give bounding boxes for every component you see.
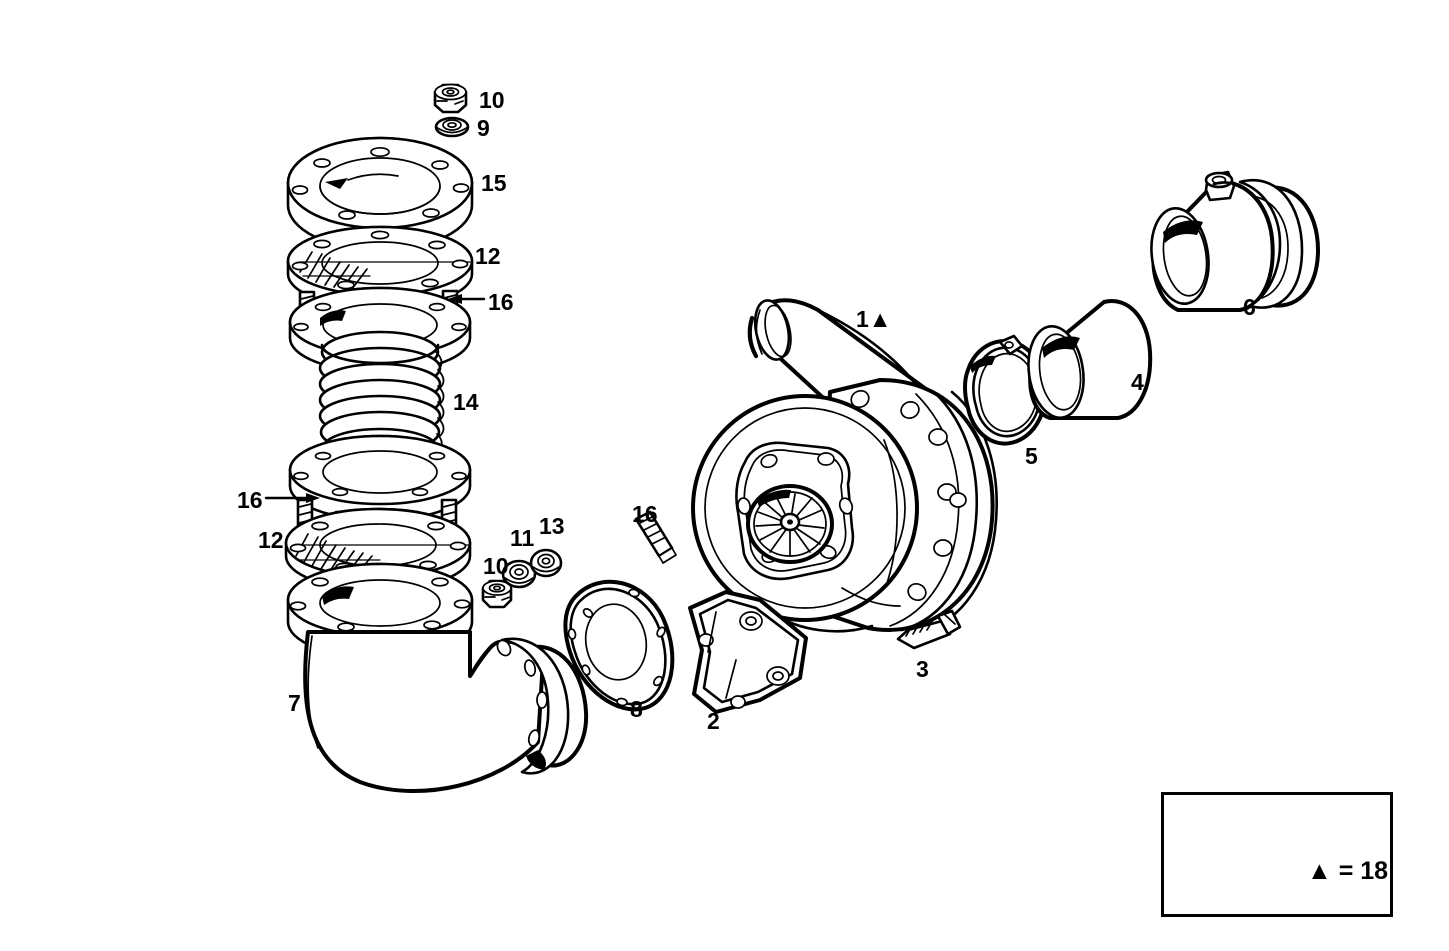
leader-16-left-arrow: [306, 493, 320, 503]
callout-12-top: 12: [475, 243, 501, 269]
part-9-washer: [434, 116, 470, 138]
part-6-elbow-connector: [1150, 170, 1320, 312]
part-3-hex-bolt: [896, 609, 962, 650]
callout-12-bot: 12: [258, 527, 284, 553]
callout-1-number: 1: [856, 306, 869, 332]
callout-14: 14: [453, 389, 479, 415]
leader-lines: [264, 294, 486, 503]
part-13-washer: [529, 548, 563, 578]
part-16-stud-mid: [634, 510, 677, 564]
legend-symbol-equals-value: ▲ = 18: [1307, 857, 1389, 885]
part-2-mounting-bracket: [688, 590, 808, 714]
callout-10-mid: 10: [483, 553, 509, 579]
callout-9: 9: [477, 115, 490, 141]
part-8-flange-gasket: [563, 579, 675, 712]
callout-8: 8: [630, 696, 643, 722]
callout-13: 13: [539, 513, 565, 539]
bellows-flange-lower: [288, 434, 472, 522]
triangle-marker-icon: ▲: [868, 306, 892, 332]
part-10-hex-nut-top: [433, 83, 468, 114]
callout-15: 15: [481, 170, 507, 196]
part-15-flange-ring: [286, 136, 474, 252]
callout-4: 4: [1131, 369, 1144, 395]
callout-11: 11: [510, 525, 535, 551]
part-1-turbocharger: [691, 298, 998, 636]
part-11-washer: [501, 559, 537, 589]
callout-7: 7: [288, 690, 301, 716]
part-12-gasket-top: [286, 225, 474, 310]
callout-5: 5: [1025, 443, 1038, 469]
callout-16-mid: 16: [632, 501, 658, 527]
callout-16-left: 16: [237, 487, 263, 513]
callout-2: 2: [707, 708, 720, 734]
callout-6: 6: [1243, 294, 1256, 320]
part-7-exhaust-elbow: [286, 562, 589, 794]
part-5-clamp-ring: [963, 334, 1048, 446]
callout-3: 3: [916, 656, 929, 682]
callout-16-top: 16: [488, 289, 514, 315]
legend-box: [1161, 792, 1393, 917]
callout-10-top: 10: [479, 87, 505, 113]
leader-16-top-arrow: [448, 294, 462, 304]
callout-1: 1▲: [856, 308, 892, 331]
part-10-hex-nut-mid: [481, 579, 513, 609]
part-4-sleeve-pipe: [1027, 299, 1153, 420]
